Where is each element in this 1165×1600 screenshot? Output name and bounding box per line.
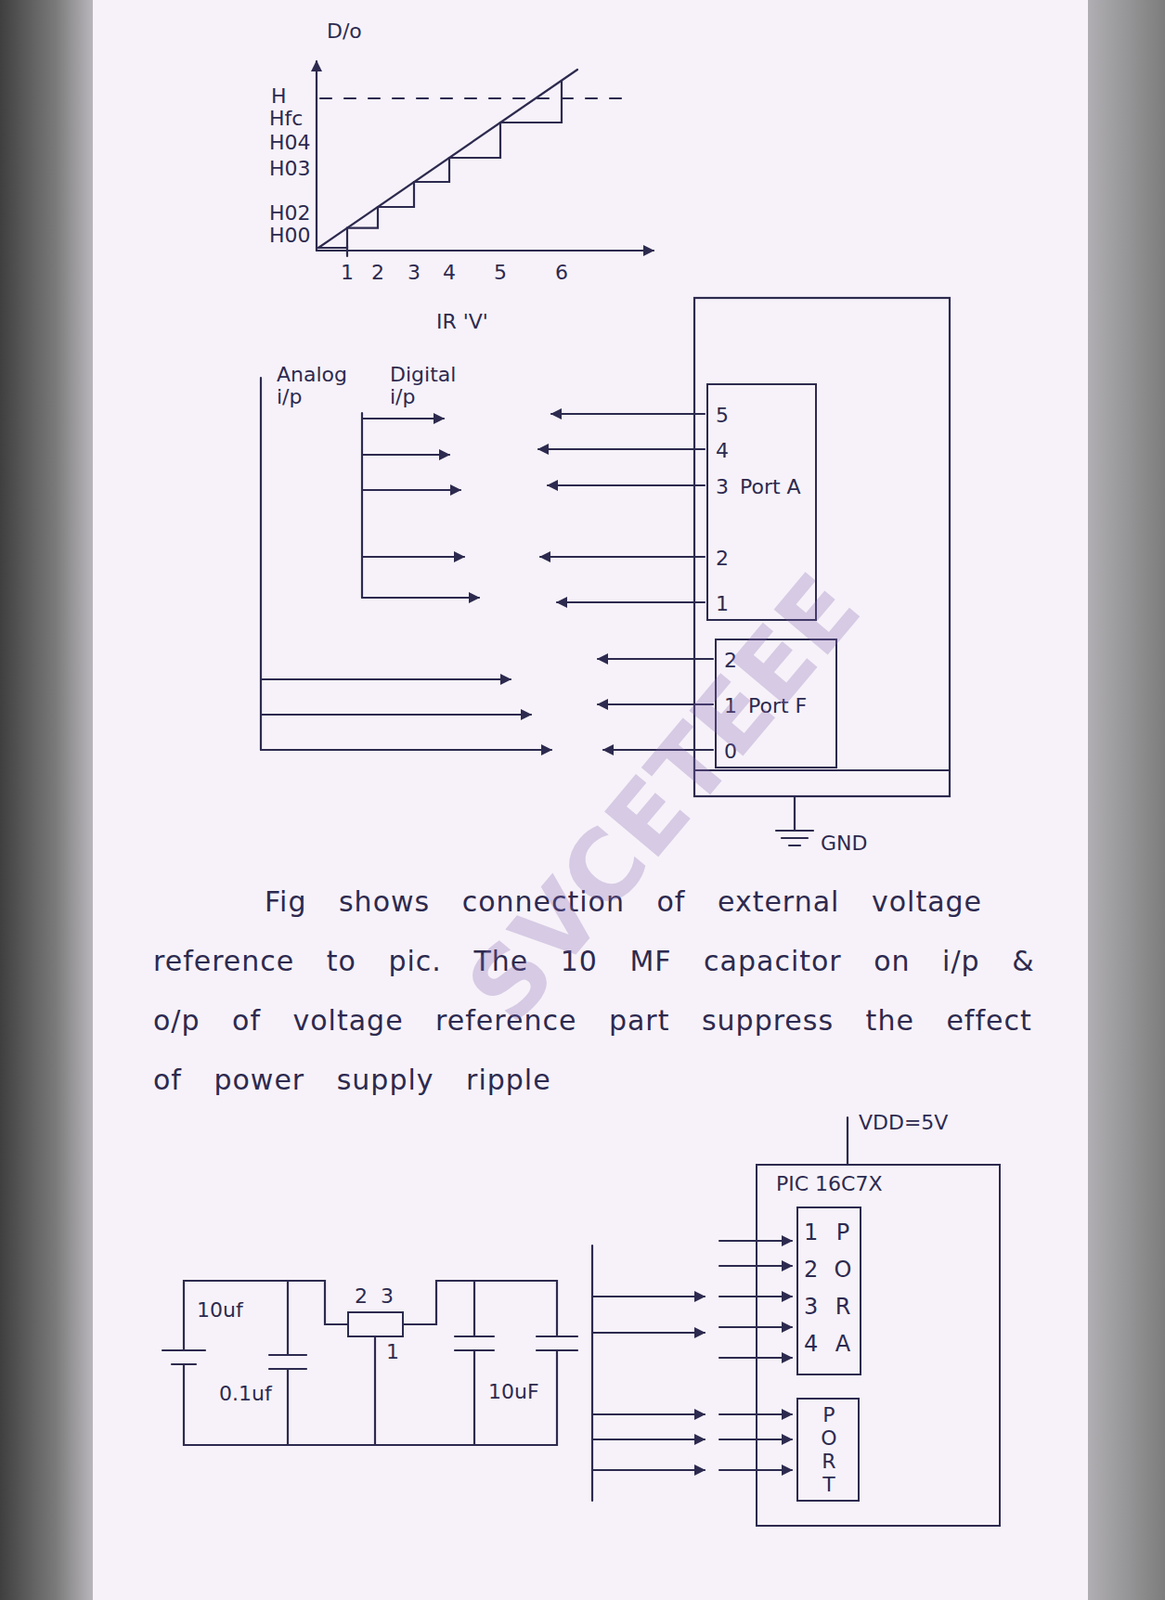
power-wire — [846, 1117, 849, 1165]
axis-title: IR 'V' — [436, 310, 489, 334]
axis-value: 5 — [493, 261, 507, 285]
axis-value: 6 — [555, 261, 569, 285]
pin-number: 3 — [803, 1288, 818, 1326]
capacitor-symbol — [454, 1281, 494, 1446]
chip-label: PIC 16C7X — [776, 1173, 883, 1196]
axis-value: 4 — [442, 261, 456, 285]
analog-bus — [259, 377, 262, 751]
bus-line — [591, 1245, 594, 1502]
supply-label: VDD=5V — [858, 1112, 948, 1135]
wire — [374, 1337, 376, 1446]
arrow — [592, 1469, 705, 1472]
axis-value: Hfc — [269, 107, 303, 130]
axis-label: D/o — [326, 20, 363, 43]
arrow — [362, 489, 461, 492]
arrow — [592, 1438, 705, 1441]
arrow — [362, 556, 465, 558]
wire — [183, 1350, 557, 1446]
arrow — [540, 556, 705, 558]
page-edge — [1087, 0, 1165, 1600]
arrow — [538, 448, 705, 451]
axis-value: 2 — [371, 261, 385, 285]
arrow — [260, 678, 511, 681]
port-label: PORA — [831, 1214, 855, 1363]
arrow — [592, 1332, 705, 1334]
text-spacer — [654, 1104, 1045, 1291]
dashed-level — [320, 97, 629, 100]
pin-number: 2 — [354, 1285, 368, 1308]
x-axis — [316, 249, 654, 252]
wire — [403, 1281, 557, 1337]
pin-number: 4 — [715, 440, 729, 463]
axis-value: 3 — [407, 261, 421, 285]
regulator-box: 231 — [347, 1311, 404, 1338]
axis-value: H — [271, 85, 287, 108]
ground-symbol — [781, 837, 808, 840]
wire — [183, 1281, 348, 1351]
pic-chip-box: PIC 16C7X 1234 PORA PORT — [755, 1164, 1001, 1528]
capacitor-symbol — [269, 1281, 307, 1446]
axis-value: H03 — [269, 157, 311, 181]
pin-number: 2 — [803, 1251, 818, 1289]
axis-value: H00 — [269, 224, 311, 247]
y-axis — [315, 61, 318, 251]
staircase — [318, 80, 562, 248]
arrow — [362, 453, 450, 456]
component-value: 0.1uf — [219, 1383, 272, 1406]
arrow — [362, 417, 444, 420]
ground-symbol — [776, 829, 814, 832]
tick — [346, 245, 349, 257]
arrow — [362, 596, 479, 599]
component-value: 10uF — [488, 1381, 540, 1404]
pin-number: 4 — [803, 1325, 818, 1363]
capacitor-symbol — [162, 1349, 206, 1352]
capacitor-symbol — [171, 1363, 196, 1366]
axis-value: H04 — [269, 131, 311, 155]
arrow — [547, 484, 705, 487]
pin-number: 3 — [715, 476, 729, 499]
arrow — [592, 1413, 705, 1416]
pin-number: 5 — [715, 404, 729, 428]
pin-number: 3 — [380, 1285, 394, 1308]
port-box: PORT — [796, 1398, 860, 1502]
pin-number: 1 — [386, 1341, 400, 1364]
binding-strip — [0, 0, 93, 1600]
capacitor-symbol — [536, 1336, 578, 1351]
axis-value: 1 — [340, 261, 354, 285]
pin-number: 1 — [803, 1214, 818, 1252]
arrow — [592, 1295, 705, 1298]
pin-number: 1 — [715, 593, 729, 616]
pin-number: 2 — [715, 547, 729, 570]
ramp-line — [318, 69, 578, 248]
port-label: PORT — [818, 1403, 840, 1497]
arrow — [597, 658, 713, 661]
arrow — [260, 749, 552, 751]
component-value: 10uf — [196, 1299, 244, 1322]
ground-symbol — [789, 844, 801, 847]
axis-value: H02 — [269, 202, 311, 225]
arrow — [260, 713, 531, 716]
arrow — [551, 413, 705, 415]
ground-label: GND — [820, 832, 868, 855]
digital-bus — [361, 413, 363, 598]
signal-label: Analog i/p — [276, 363, 356, 409]
ground-wire — [793, 796, 796, 831]
arrow — [556, 601, 705, 604]
signal-label: Digital i/p — [389, 363, 476, 409]
port-label: Port A — [739, 476, 802, 499]
port-box: 1234 PORA — [796, 1206, 862, 1376]
